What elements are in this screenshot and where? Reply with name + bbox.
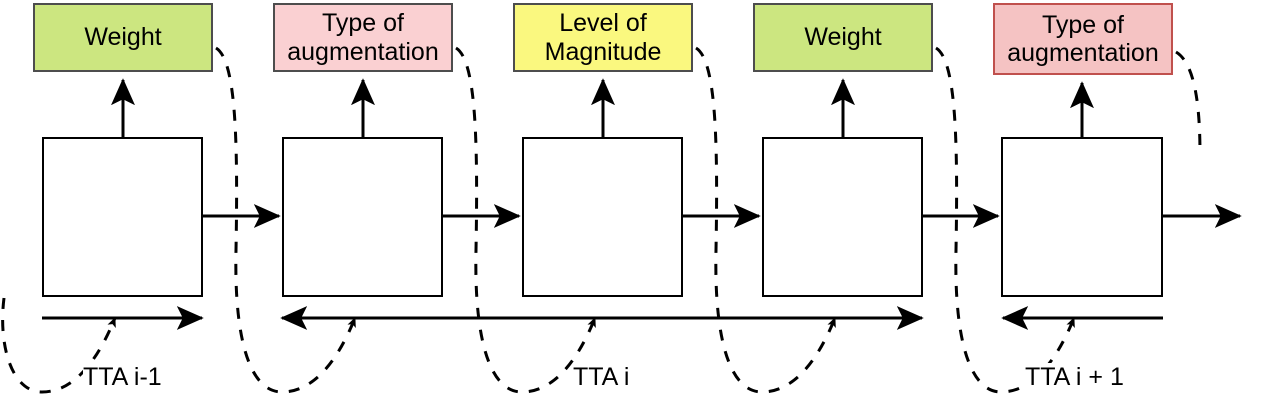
tta-step-label-i: TTA i bbox=[573, 363, 630, 392]
param-box-weight-2[interactable]: Weight bbox=[753, 3, 933, 72]
dashed-curve-3 bbox=[695, 46, 837, 394]
param-box-level-of-magnitude[interactable]: Level of Magnitude bbox=[513, 3, 693, 72]
param-box-label: Type of augmentation bbox=[287, 9, 439, 66]
param-box-label: Weight bbox=[84, 23, 162, 52]
dashed-curve-2 bbox=[455, 46, 597, 394]
dashed-curve-0 bbox=[1, 297, 117, 394]
param-box-weight-1[interactable]: Weight bbox=[33, 3, 213, 72]
param-box-type-of-augmentation-2[interactable]: Type of augmentation bbox=[993, 3, 1173, 75]
param-box-label: Weight bbox=[804, 23, 882, 52]
param-box-type-of-augmentation-1[interactable]: Type of augmentation bbox=[273, 3, 453, 72]
dashed-curve-5 bbox=[1175, 50, 1202, 156]
param-box-label: Level of Magnitude bbox=[544, 9, 662, 66]
param-box-label: Type of augmentation bbox=[1007, 10, 1159, 68]
tta-step-label-i-plus-1: TTA i + 1 bbox=[1025, 363, 1124, 392]
tta-step-label-text: TTA i bbox=[573, 363, 630, 391]
state-box-3[interactable] bbox=[522, 137, 683, 297]
state-box-2[interactable] bbox=[282, 137, 443, 297]
tta-step-label-text: TTA i + 1 bbox=[1025, 363, 1124, 391]
tta-step-label-i-minus-1: TTA i-1 bbox=[83, 363, 162, 392]
state-box-4[interactable] bbox=[762, 137, 923, 297]
state-to-param-arrows bbox=[111, 78, 1094, 137]
state-box-1[interactable] bbox=[42, 137, 203, 297]
dashed-curve-1 bbox=[215, 46, 357, 394]
tta-step-label-text: TTA i-1 bbox=[83, 363, 162, 391]
state-box-5[interactable] bbox=[1001, 137, 1163, 297]
